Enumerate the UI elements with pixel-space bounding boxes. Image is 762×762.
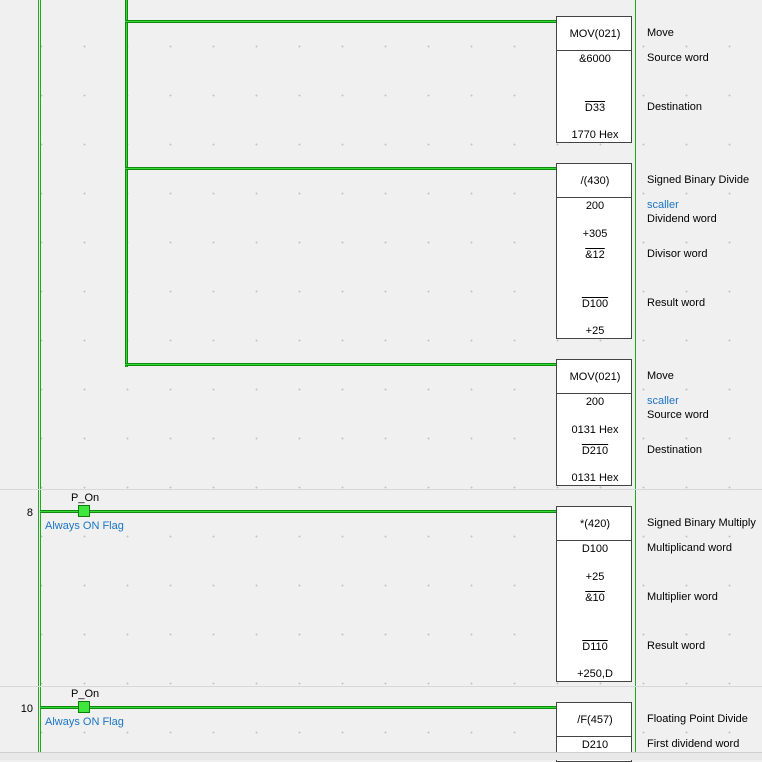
symbol-comment: scaller xyxy=(647,199,679,211)
operand-destination[interactable]: D33 xyxy=(584,102,606,114)
contact-label: P_On xyxy=(71,492,100,504)
operand-description: Divisor word xyxy=(647,248,708,260)
operand-description: Dividend word xyxy=(647,213,717,225)
rung-10-wire xyxy=(40,706,556,709)
instruction-description: Floating Point Divide xyxy=(647,713,748,725)
rung-separator xyxy=(0,489,762,490)
instruction-mnemonic: MOV(021) xyxy=(569,28,621,40)
wire-to-divide xyxy=(125,167,556,170)
wire-to-mov-1 xyxy=(125,20,556,23)
operand-description: Result word xyxy=(647,297,706,309)
instruction-header xyxy=(557,507,631,541)
instruction-description: Signed Binary Divide xyxy=(647,174,750,186)
operand-value: +25 xyxy=(585,325,605,337)
operand-description: Destination xyxy=(647,101,703,113)
operand-description: Source word xyxy=(647,52,709,64)
rung-8-wire xyxy=(40,510,556,513)
operand-description: Result word xyxy=(647,640,706,652)
operand-description: First dividend word xyxy=(647,738,740,750)
operand-multiplicand[interactable]: D100 xyxy=(581,543,609,555)
operand-value: +25 xyxy=(585,571,605,583)
operand-value: 1770 Hex xyxy=(571,129,619,141)
contact-label: P_On xyxy=(71,688,100,700)
instruction-block-mov[interactable]: MOV(021) &6000 D33 1770 Hex xyxy=(556,16,632,143)
right-power-rail xyxy=(635,0,636,752)
operand-description: Multiplicand word xyxy=(647,542,732,554)
rung-number-gutter xyxy=(0,0,36,759)
rung-separator xyxy=(0,686,762,687)
instruction-mnemonic: *(420) xyxy=(580,518,610,530)
instruction-description: Move xyxy=(647,370,674,382)
instruction-block-multiply[interactable]: *(420) D100 +25 &10 D110 +250,D xyxy=(556,506,632,682)
operand-value: 0131 Hex xyxy=(571,424,619,436)
operand-description: Source word xyxy=(647,409,709,421)
instruction-mnemonic: /F(457) xyxy=(577,714,613,726)
instruction-header xyxy=(557,164,631,198)
instruction-header xyxy=(557,360,631,394)
contact-comment: Always ON Flag xyxy=(45,520,124,532)
operand-divisor[interactable]: &12 xyxy=(585,249,605,261)
instruction-description: Signed Binary Multiply xyxy=(647,517,756,529)
operand-value: 0131 Hex xyxy=(571,472,619,484)
operand-destination[interactable]: D210 xyxy=(581,445,609,457)
operand-source[interactable]: &6000 xyxy=(579,53,611,65)
rung-number: 10 xyxy=(20,703,33,715)
symbol-comment: scaller xyxy=(647,395,679,407)
instruction-description: Move xyxy=(647,27,674,39)
contact-p-on[interactable] xyxy=(78,505,90,517)
operand-description: Destination xyxy=(647,444,703,456)
left-power-rail-inner xyxy=(40,0,41,752)
operand-value: +250,D xyxy=(577,668,613,680)
contact-comment: Always ON Flag xyxy=(45,716,124,728)
operand-value: +305 xyxy=(582,228,608,240)
operand-result[interactable]: D100 xyxy=(581,298,609,310)
horizontal-scrollbar[interactable] xyxy=(0,752,762,760)
wire-to-mov-2 xyxy=(125,363,556,366)
instruction-block-mov[interactable]: MOV(021) 200 0131 Hex D210 0131 Hex xyxy=(556,359,632,486)
contact-p-on[interactable] xyxy=(78,701,90,713)
instruction-mnemonic: MOV(021) xyxy=(569,371,621,383)
left-power-rail xyxy=(38,0,39,752)
instruction-header xyxy=(557,17,631,51)
operand-dividend[interactable]: 200 xyxy=(585,200,605,212)
branch-vertical-wire xyxy=(125,0,128,367)
operand-result[interactable]: D110 xyxy=(582,641,608,653)
instruction-mnemonic: /(430) xyxy=(580,175,610,187)
instruction-block-divide[interactable]: /(430) 200 +305 &12 D100 +25 xyxy=(556,163,632,339)
operand-source[interactable]: 200 xyxy=(585,396,605,408)
operand-description: Multiplier word xyxy=(647,591,718,603)
operand-dividend[interactable]: D210 xyxy=(581,739,609,751)
instruction-header xyxy=(557,703,631,737)
operand-multiplier[interactable]: &10 xyxy=(585,592,605,604)
rung-number: 8 xyxy=(26,507,33,519)
